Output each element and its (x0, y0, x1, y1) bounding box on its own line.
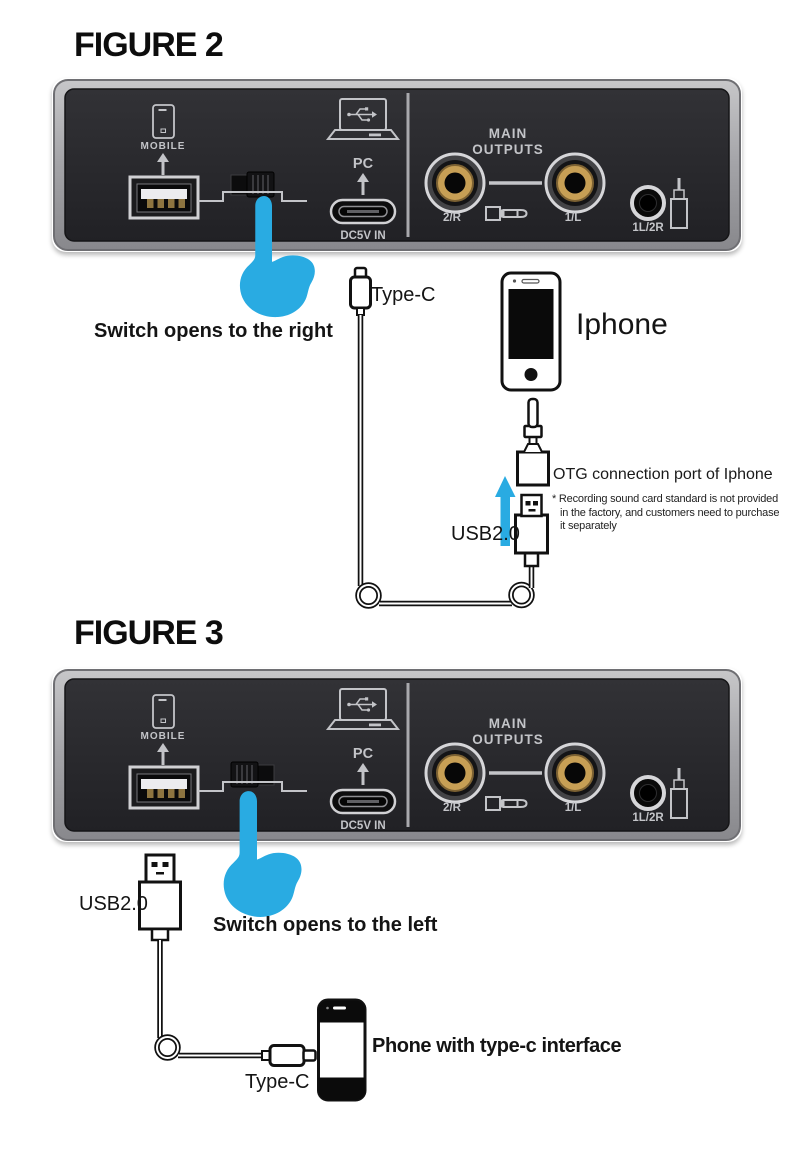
jack-1L-label: 1/L (565, 802, 582, 814)
usb-a-port (128, 175, 200, 220)
quarter-inch-plug-icon (485, 796, 528, 811)
mode-switch[interactable] (230, 761, 275, 788)
figure3-phone-label: Phone with type-c interface (372, 1035, 622, 1057)
output-jack-2R[interactable] (424, 742, 486, 804)
plug-direction-arrow-icon (495, 476, 516, 546)
headphone-jack-3_5mm[interactable] (630, 775, 666, 811)
figure2-type-c-label: Type-C (371, 284, 436, 306)
figure2-switch-caption: Switch opens to the right (94, 320, 333, 342)
note-line-2: in the factory, and customers need to pu… (560, 506, 780, 519)
output-jack-2R[interactable] (424, 152, 486, 214)
device-panel-graphic: MOBILE (53, 669, 741, 841)
headphone-jack-3_5mm[interactable] (630, 185, 666, 221)
otg-adapter-icon (516, 435, 550, 487)
note-line-3: it separately (560, 520, 617, 532)
figure3-usb-label: USB2.0 (79, 893, 148, 915)
device-rear-panel-figure3: MOBILE (52, 668, 742, 842)
figure2-title: FIGURE 2 (74, 26, 224, 64)
pc-arrow-icon (357, 173, 369, 195)
pc-label: PC (353, 156, 374, 172)
quarter-inch-plug-icon (485, 206, 528, 221)
figure3-switch-caption: Switch opens to the left (213, 914, 438, 936)
main-outputs-label-line1: MAIN (489, 126, 528, 141)
jack-1L2R-label: 1L/2R (632, 812, 664, 824)
usb-a-connector-icon (514, 493, 549, 568)
jack-2R-label: 2/R (443, 212, 462, 224)
lightning-connector-icon (523, 397, 543, 439)
usb-a-connector-icon (138, 853, 182, 942)
mode-switch[interactable] (230, 171, 275, 198)
mobile-label: MOBILE (141, 141, 186, 152)
figure3-connection-diagram (138, 853, 367, 1102)
mobile-phone-icon (152, 104, 175, 139)
pointing-hand-icon (223, 791, 302, 917)
usb-a-port (128, 765, 200, 810)
dc5v-label: DC5V IN (340, 230, 385, 242)
main-outputs-label-line2: OUTPUTS (472, 142, 544, 157)
mini-plug-icon (670, 178, 688, 229)
switch-position-marking (198, 191, 307, 202)
figure2-connection-diagram (349, 266, 562, 609)
usb-cable (355, 315, 535, 609)
purchase-note: * Recording sound card standard is not p… (552, 493, 790, 534)
figure2-usb-label: USB2.0 (451, 523, 520, 545)
pc-arrow-icon (357, 763, 369, 785)
usb-c-port (329, 198, 397, 225)
pc-laptop-icon (325, 98, 401, 140)
usb-c-port (329, 788, 397, 815)
mobile-arrow-icon (157, 153, 169, 175)
mobile-arrow-icon (157, 743, 169, 765)
mobile-phone-icon (152, 694, 175, 729)
dc5v-label: DC5V IN (340, 820, 385, 832)
mobile-label: MOBILE (141, 731, 186, 742)
otg-port-label: OTG connection port of Iphone (553, 466, 773, 483)
switch-position-marking (198, 781, 307, 792)
main-outputs-label-line2: OUTPUTS (472, 732, 544, 747)
jack-1L2R-label: 1L/2R (632, 222, 664, 234)
output-jack-1L[interactable] (544, 152, 606, 214)
figure3-type-c-label: Type-C (245, 1071, 310, 1093)
pointing-hand-icon (239, 195, 315, 318)
mini-plug-icon (670, 768, 688, 819)
pc-laptop-icon (325, 688, 401, 730)
type-c-connector-icon (349, 266, 372, 316)
iphone-illustration (500, 271, 562, 392)
main-outputs-label-line1: MAIN (489, 716, 528, 731)
device-panel-graphic: MOBILE (53, 79, 741, 251)
device-rear-panel-figure2: MOBILE (52, 78, 742, 252)
figure2-phone-label: Iphone (576, 308, 668, 341)
usb-cable (154, 940, 262, 1061)
jack-2R-label: 2/R (443, 802, 462, 814)
pc-label: PC (353, 746, 374, 762)
figure3-title: FIGURE 3 (74, 614, 224, 652)
type-c-connector-icon (261, 1044, 317, 1067)
output-jack-1L[interactable] (544, 742, 606, 804)
jack-1L-label: 1/L (565, 212, 582, 224)
note-line-1: * Recording sound card standard is not p… (552, 493, 779, 505)
type-c-phone-illustration (317, 998, 367, 1102)
